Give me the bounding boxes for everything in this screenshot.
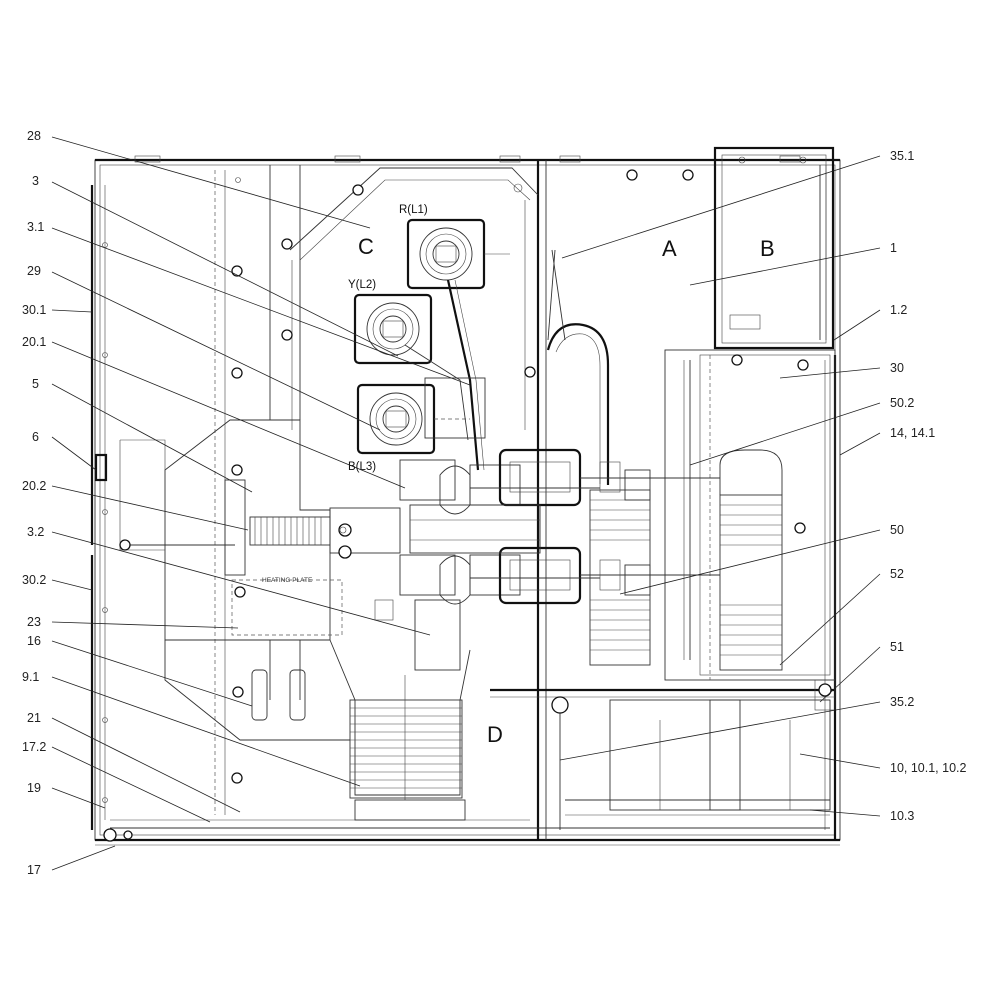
ct-compartment [664, 349, 836, 681]
compartment-c-label: C [358, 234, 374, 259]
compartment-d-label: D [487, 722, 503, 747]
leader-lines [51, 136, 881, 871]
callout-17: 17 [27, 863, 41, 877]
callout-23: 23 [27, 615, 41, 629]
callout-30-2: 30.2 [22, 573, 46, 587]
callout-30-1: 30.1 [22, 303, 46, 317]
callout-1-2: 1.2 [890, 303, 907, 317]
door-handle [94, 453, 108, 482]
callout-10-3: 10.3 [890, 809, 914, 823]
callout-28: 28 [27, 129, 41, 143]
spout-upper [399, 448, 600, 515]
lv-compartment-b [713, 146, 835, 350]
callout-5: 5 [32, 377, 39, 391]
callout-35-2: 35.2 [890, 695, 914, 709]
callout-10-10-1-10-2: 10, 10.1, 10.2 [890, 761, 967, 775]
heating-plate-label: HEATING PLATE [262, 577, 313, 584]
callout-21: 21 [27, 711, 41, 725]
bushing-r-l1 [406, 218, 510, 290]
callout-1: 1 [890, 241, 897, 255]
callout-14-14-1: 14, 14.1 [890, 426, 935, 440]
spout-lower [374, 546, 600, 671]
callout-52: 52 [890, 567, 904, 581]
callout-labels: 28 3 3.1 29 30.1 20.1 5 6 20.2 3.2 30.2 … [22, 129, 967, 877]
bolt-heads [102, 169, 809, 842]
callout-3: 3 [32, 174, 39, 188]
callout-29: 29 [27, 264, 41, 278]
callout-50: 50 [890, 523, 904, 537]
callout-35-1: 35.1 [890, 149, 914, 163]
earth-busbar [546, 249, 610, 485]
contact-arm [224, 479, 401, 576]
outer-frame [90, 155, 841, 846]
callout-9-1: 9.1 [22, 670, 39, 684]
callout-20-2: 20.2 [22, 479, 46, 493]
heating-plate: HEATING PLATE [231, 577, 343, 721]
callout-30: 30 [890, 361, 904, 375]
callout-50-2: 50.2 [890, 396, 914, 410]
callout-6: 6 [32, 430, 39, 444]
callout-16: 16 [27, 634, 41, 648]
current-transformer-right [719, 449, 783, 671]
mechanism-bay [490, 679, 836, 830]
breaker-support-frame [119, 419, 350, 741]
shutter-plate [409, 504, 541, 554]
callout-51: 51 [890, 640, 904, 654]
compartment-a-label: A [662, 236, 677, 261]
busbar-chamber-c [235, 165, 539, 430]
compartment-b-label: B [760, 236, 775, 261]
phase-b-label: B(L3) [348, 461, 376, 473]
callout-19: 19 [27, 781, 41, 795]
current-transformer-left [589, 469, 651, 666]
phase-r-label: R(L1) [399, 204, 428, 216]
bushing-y-l2 [353, 293, 433, 365]
phase-y-label: Y(L2) [348, 279, 376, 291]
busbar-links [404, 279, 486, 471]
callout-17-2: 17.2 [22, 740, 46, 754]
cable-insulator [329, 639, 471, 821]
bushing-b-l3 [356, 383, 470, 455]
callout-3-2: 3.2 [27, 525, 44, 539]
callout-20-1: 20.1 [22, 335, 46, 349]
callout-3-1: 3.1 [27, 220, 44, 234]
